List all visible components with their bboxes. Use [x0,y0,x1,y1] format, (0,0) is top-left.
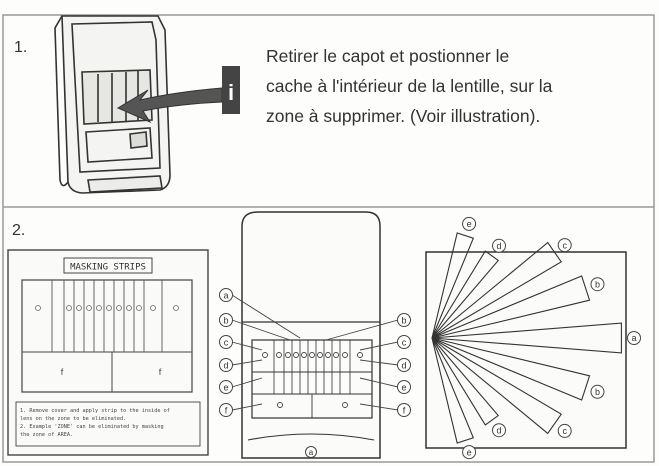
coverage-label: d [492,238,507,253]
coverage-beam [431,232,475,339]
detector-label-right-f: f [397,403,411,417]
coverage-label: e [462,445,477,460]
coverage-label-text: c [562,240,567,250]
right-leader-lines [325,319,399,411]
detector-label-left-b: b [219,313,233,327]
instruction-line-2: cache à l'intérieur de la lentille, sur … [266,76,553,96]
coverage-beam [431,337,500,426]
insert-arrow [116,87,223,124]
svg-text:e: e [401,383,406,393]
detector-label-left-f: f [219,403,233,417]
detector-label-left-e: e [219,380,233,394]
coverage-beam [431,241,563,339]
coverage-label-text: a [631,333,636,343]
detector-labels-left: a b c d e f [219,288,233,417]
coverage-beam [431,250,500,339]
coverage-label-text: b [595,279,600,289]
masking-strips-sheet: MASKING STRIPS f f 1. Remove [7,249,209,456]
svg-text:d: d [401,361,406,371]
detector-front-view [241,211,381,459]
detector-label-right-c: c [397,335,411,349]
detector-label-left-d: d [219,358,233,372]
info-icon: i [228,80,234,105]
svg-text:a: a [223,291,228,301]
step1-number: 1. [14,39,27,56]
strip-letter-left: f [61,367,64,377]
strips-note-1: 1. Remove cover and apply strip to the i… [20,408,170,414]
coverage-label-text: e [467,219,472,229]
detector-label-bottom: a [305,446,317,458]
left-leader-lines [231,294,301,411]
detector-label-right-b: b [397,313,411,327]
coverage-beam [431,322,622,354]
svg-text:a: a [309,448,314,457]
coverage-pattern-diagram: e d c b a b c d e [425,216,641,460]
coverage-label: d [492,423,507,438]
svg-text:c: c [224,338,229,348]
coverage-label-text: b [595,387,600,397]
coverage-label-text: c [562,426,567,436]
step1-instruction: Retirer le capot et postionner le cache … [266,46,553,126]
coverage-label-text: e [467,447,472,457]
svg-text:f: f [403,406,406,416]
coverage-label: a [627,331,641,345]
svg-text:b: b [223,316,228,326]
coverage-label-text: d [496,425,501,435]
strip-letter-right: f [159,367,162,377]
detector-label-right-e: e [397,380,411,394]
coverage-beam [431,275,591,339]
coverage-label: c [557,238,572,253]
coverage-beam [431,337,563,435]
detector-labels-right: b c d e f [397,313,411,417]
coverage-label: b [590,384,605,399]
strips-title: MASKING STRIPS [70,263,146,273]
strips-note-2: lens on the zone to be eliminated. [20,416,126,422]
coverage-label: e [462,216,477,231]
coverage-beam [431,337,591,401]
svg-text:d: d [223,361,228,371]
coverage-label: b [590,277,605,292]
step2-number: 2. [12,222,25,239]
instruction-line-3: zone à supprimer. (Voir illustration). [266,106,540,126]
detector-label-left-a: a [219,288,233,302]
svg-text:c: c [402,338,407,348]
strips-note-3: 2. Example 'ZONE' can be eliminated by m… [20,424,164,430]
detector-label-left-c: c [219,335,233,349]
coverage-beam [431,337,475,444]
detector-label-right-d: d [397,358,411,372]
svg-text:b: b [401,316,406,326]
outer-frame [2,14,655,463]
strips-note-4: the zone of AREA. [20,432,73,438]
svg-text:e: e [223,383,228,393]
info-badge [222,66,240,114]
coverage-label: c [557,423,572,438]
coverage-label-text: d [496,241,501,251]
svg-text:f: f [225,406,228,416]
instruction-line-1: Retirer le capot et postionner le [266,46,509,66]
